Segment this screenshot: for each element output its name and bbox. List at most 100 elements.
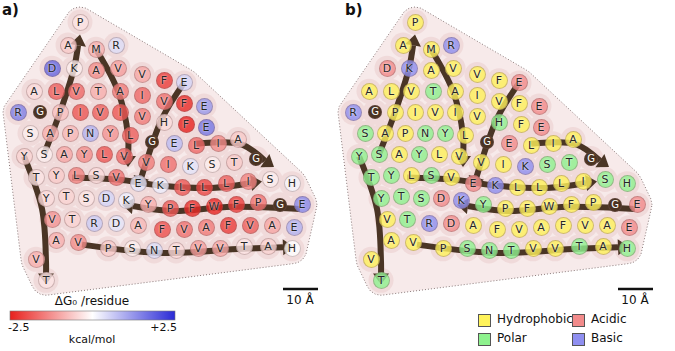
residue-letter: F (560, 220, 566, 231)
residue-letter: V (180, 224, 188, 235)
residue-letter: A (395, 149, 403, 160)
residue-letter: N (86, 128, 94, 139)
residue-circle: P (100, 240, 117, 257)
residue-letter: P (67, 128, 74, 139)
residue-letter: A (537, 222, 545, 233)
residue-circle: L (188, 137, 205, 154)
residue-letter: V (194, 243, 202, 254)
residue-circle: A (260, 238, 277, 255)
residue-circle: F (154, 221, 171, 238)
residue-letter: W (209, 201, 220, 212)
residue-circle: T (28, 169, 45, 186)
residue-circle: S (459, 240, 476, 257)
residue-circle: V (156, 93, 173, 110)
residue-letter: T (231, 157, 238, 168)
residue-circle: P (72, 14, 89, 31)
residue-letter: V (114, 63, 122, 74)
residue-circle: L (531, 179, 548, 196)
residue-circle: V (138, 154, 155, 171)
residue-circle: Y (351, 148, 368, 165)
residue-letter: G (371, 107, 379, 117)
residue-letter: K (186, 161, 193, 172)
residue-circle: H (156, 114, 173, 131)
residue-circle: V (108, 169, 125, 186)
residue-halo (162, 131, 187, 156)
residue-letter: L (53, 86, 59, 97)
residue-circle: H (284, 240, 301, 257)
residue-letter: S (209, 159, 216, 170)
residue-letter: P (167, 203, 174, 214)
residue-letter: I (581, 176, 584, 187)
residue-circle: Y (475, 196, 492, 213)
residue-letter: V (431, 107, 439, 118)
residue-circle: A (264, 217, 281, 234)
residue-letter: K (70, 63, 77, 74)
residue-circle: F (491, 72, 508, 89)
residue-circle: V (134, 108, 151, 125)
residue-circle: I (575, 173, 592, 190)
residue-letter: F (233, 199, 239, 210)
residue-letter: D (48, 63, 56, 74)
residue-circle: A (112, 83, 129, 100)
residue-letter: V (383, 214, 391, 225)
residue-letter: A (202, 222, 210, 233)
residue-letter: I (140, 90, 143, 101)
residue-circle: N (82, 125, 99, 142)
residue-circle: I (407, 104, 424, 121)
residue-letter: L (462, 130, 468, 141)
residue-circle: T (399, 211, 416, 228)
residue-letter: V (112, 172, 120, 183)
residue-circle: V (379, 211, 396, 228)
residue-circle: A (383, 232, 400, 249)
colorbar (10, 311, 175, 320)
residue-circle: Y (411, 146, 428, 163)
residue-letter: L (73, 170, 79, 181)
residue-letter: F (181, 98, 187, 109)
residue-letter: P (440, 243, 447, 254)
residue-circle: R (86, 215, 103, 232)
beta-strand (379, 45, 413, 154)
legend-swatch (478, 314, 491, 327)
residue-circle: Y (38, 190, 55, 207)
residue-circle: F (178, 116, 195, 133)
residue-letter: V (409, 237, 417, 248)
colorbar-min: -2.5 (8, 322, 29, 335)
residue-circle: V (443, 169, 460, 186)
residue-circle: R (345, 104, 362, 121)
residue-circle: L (196, 179, 213, 196)
residue-circle: G (145, 135, 159, 149)
residue-letter: T (404, 214, 411, 225)
residue-circle: F (228, 196, 245, 213)
residue-letter: L (101, 149, 107, 160)
residue-letter: V (529, 243, 537, 254)
residue-letter: I (78, 107, 81, 118)
residue-letter: R (425, 218, 433, 229)
residue-letter: L (179, 182, 185, 193)
residue-letter: V (447, 172, 455, 183)
residue-circle: V (525, 240, 542, 257)
residue-letter: E (634, 199, 641, 210)
residue-circle: L (218, 175, 235, 192)
residue-circle: K (66, 60, 83, 77)
residue-circle: V (176, 221, 193, 238)
residue-circle: A (377, 125, 394, 142)
residue-letter: P (502, 203, 509, 214)
residue-halos (341, 10, 650, 293)
residue-circle: D (379, 60, 396, 77)
residue-letter: S (41, 149, 48, 160)
residue-letter: I (453, 107, 456, 118)
residue-letter: A (399, 40, 407, 51)
residue-circle: K (487, 177, 504, 194)
residue-circle: G (608, 198, 622, 212)
residue-circle: W (541, 198, 558, 215)
residue-circle: V (451, 148, 468, 165)
residue-letter: V (216, 243, 224, 254)
residue-circle: I (495, 156, 512, 173)
residue-letter: S (129, 243, 136, 254)
residue-letter: F (568, 199, 574, 210)
residue-circle: F (489, 221, 506, 238)
scale-bar (618, 288, 653, 291)
residue-circle: E (629, 196, 646, 213)
residue-halo (461, 213, 486, 238)
residue-halo (439, 33, 464, 58)
